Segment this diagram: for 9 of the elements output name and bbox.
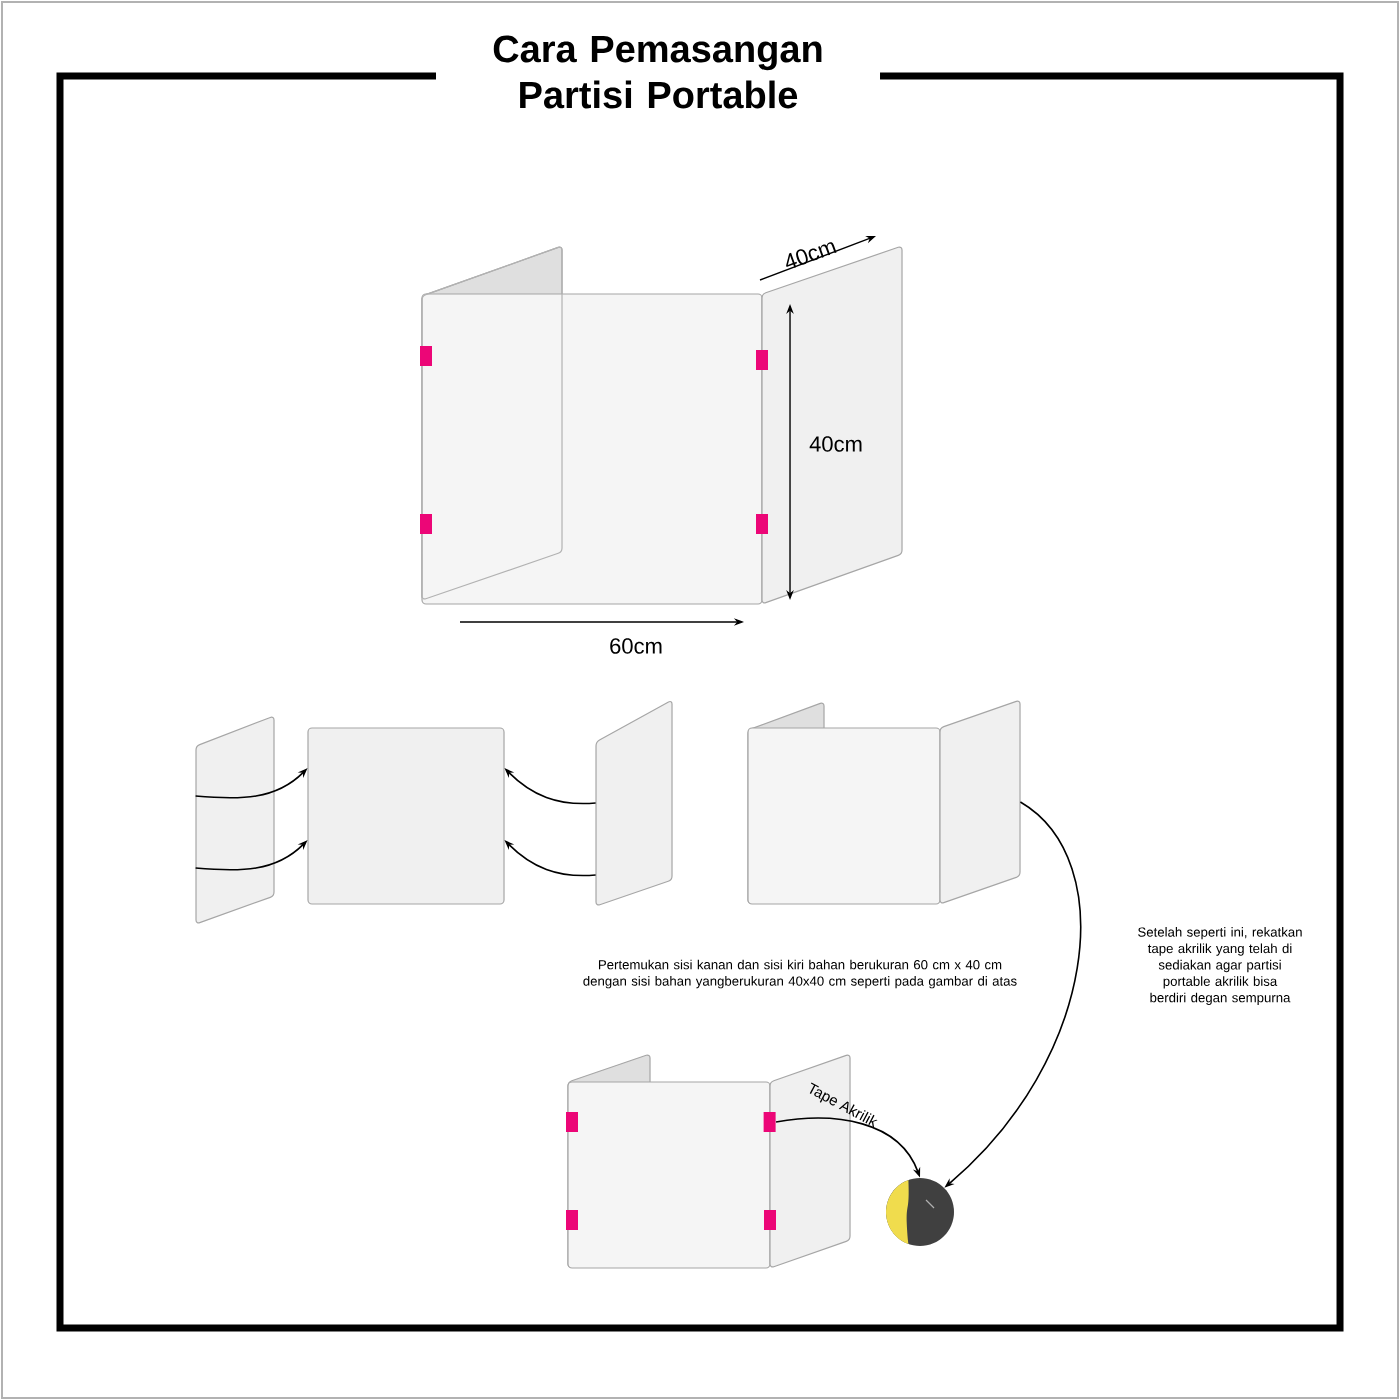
panel-drawing (195, 716, 275, 924)
dimension-label: 60cm (610, 638, 662, 654)
dimension-label: 40cm (786, 242, 837, 268)
tape-roll-icon (886, 1178, 954, 1246)
panel-drawing (307, 727, 505, 905)
panel-drawing (595, 700, 673, 906)
partition-drawing (747, 700, 1021, 905)
title: Cara Pemasangan Partisi Portable (493, 35, 822, 109)
dimension-label: 40cm (809, 436, 862, 452)
